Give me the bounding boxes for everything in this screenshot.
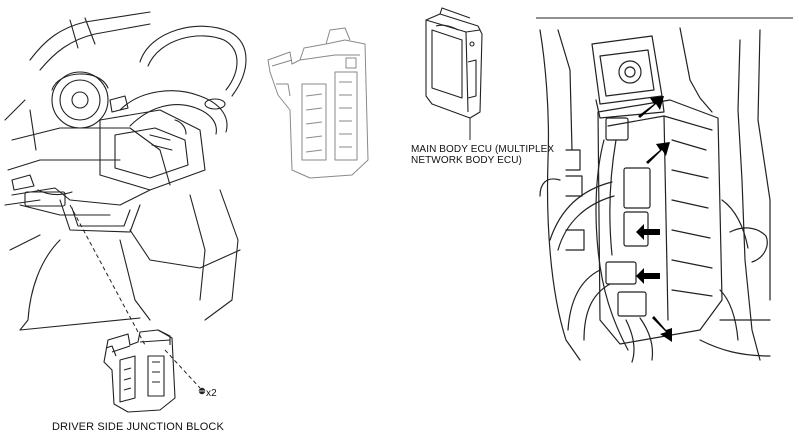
arrow-icon	[638, 96, 664, 118]
dashboard-illustration	[5, 12, 246, 330]
driver-side-junction-block-drawing	[104, 330, 175, 412]
leader-line-dashed	[70, 205, 145, 345]
main-body-ecu-label-line1: MAIN BODY ECU (MULTIPLEX	[411, 144, 555, 155]
main-body-ecu-label-line2: NETWORK BODY ECU)	[411, 155, 522, 166]
junction-block-drawing	[268, 28, 368, 178]
arrow-icon	[636, 268, 660, 284]
bolt-icon	[198, 387, 206, 395]
arrow-group	[636, 96, 672, 342]
bolt-quantity-label: x2	[206, 388, 217, 399]
arrow-icon	[646, 142, 670, 164]
arrow-icon	[652, 316, 672, 342]
driver-side-junction-block-label: DRIVER SIDE JUNCTION BLOCK	[52, 421, 224, 433]
main-body-ecu-drawing	[426, 8, 482, 118]
arrow-icon	[636, 224, 660, 240]
leader-line-dashed-bolt	[165, 350, 200, 388]
detail-view	[536, 18, 793, 362]
